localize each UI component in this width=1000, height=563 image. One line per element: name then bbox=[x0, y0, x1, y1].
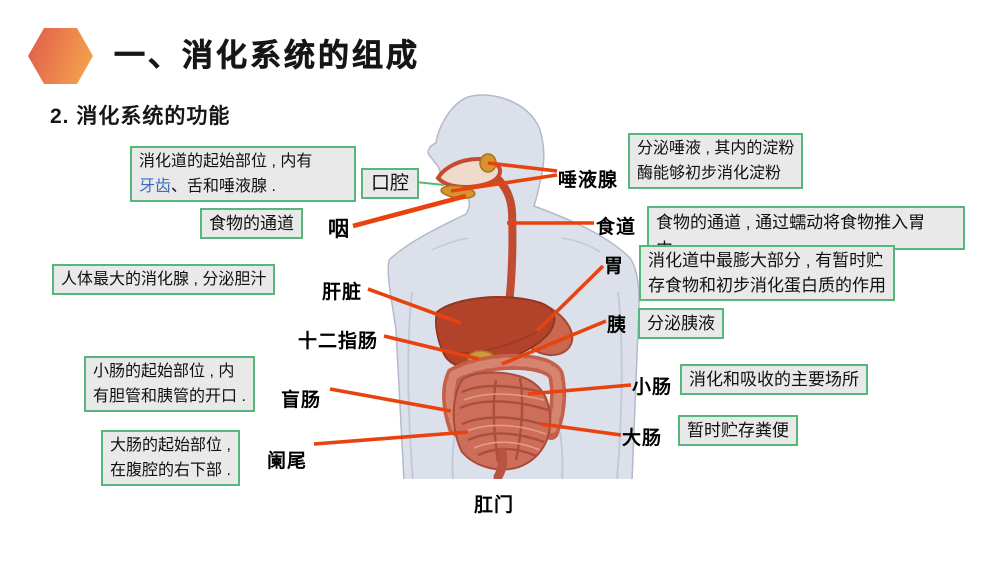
appendix-label: 阑尾 bbox=[267, 451, 308, 472]
oral-description-line2: 牙齿、舌和唾液腺 . bbox=[139, 178, 276, 195]
pharynx-label: 咽 bbox=[328, 218, 350, 241]
small-intestine-description-box: 消化和吸收的主要场所 bbox=[680, 364, 868, 395]
title-hexagon-icon bbox=[28, 28, 93, 84]
stomach-label: 胃 bbox=[604, 256, 625, 277]
oral-cavity-description-box: 消化道的起始部位 , 内有 牙齿、舌和唾液腺 . bbox=[130, 146, 356, 202]
appendix-description-box: 大肠的起始部位 , 在腹腔的右下部 . bbox=[101, 430, 240, 486]
leader-line-salivary-lower bbox=[450, 173, 558, 193]
pharynx-description-box: 食物的通道 bbox=[200, 208, 303, 239]
teeth-highlight-text: 牙齿 bbox=[139, 178, 172, 195]
liver-description-box: 人体最大的消化腺 , 分泌胆汁 bbox=[52, 264, 276, 295]
stomach-description-box: 消化道中最膨大部分 , 有暂时贮 存食物和初步消化蛋白质的作用 bbox=[639, 245, 895, 301]
salivary-gland-description-box: 分泌唾液 , 其内的淀粉 酶能够初步消化淀粉 bbox=[628, 133, 804, 189]
pancreas-description-box: 分泌胰液 bbox=[638, 308, 724, 339]
leader-line-liver bbox=[367, 287, 462, 325]
rectum-shape bbox=[493, 447, 508, 482]
page-title: 一、消化系统的组成 bbox=[114, 38, 420, 74]
leader-line-cecum bbox=[329, 387, 452, 413]
leader-line-salivary-upper bbox=[487, 161, 558, 173]
duodenum-description-box: 小肠的起始部位 , 内 有胆管和胰管的开口 . bbox=[84, 356, 255, 412]
duodenum-label: 十二指肠 bbox=[298, 331, 379, 352]
small-intestine-label: 小肠 bbox=[632, 377, 673, 398]
large-intestine-label: 大肠 bbox=[622, 428, 663, 449]
pancreas-label: 胰 bbox=[607, 315, 628, 336]
leader-line-stomach bbox=[535, 264, 605, 333]
digestive-organs bbox=[434, 153, 574, 482]
leader-line-duodenum bbox=[383, 334, 480, 361]
oral-box-connector-line bbox=[415, 181, 445, 186]
leader-line-large-intestine bbox=[540, 422, 622, 437]
anus-label: 肛门 bbox=[474, 495, 515, 516]
leader-line-pancreas bbox=[501, 319, 607, 366]
esophagus-label: 食道 bbox=[596, 217, 637, 238]
oral-description-line1: 消化道的起始部位 , 内有 bbox=[139, 153, 313, 170]
salivary-gland-label: 唾液腺 bbox=[558, 170, 619, 191]
leader-line-small-intestine bbox=[527, 383, 632, 396]
page-subtitle: 2. 消化系统的功能 bbox=[50, 105, 231, 128]
cecum-label: 盲肠 bbox=[281, 390, 322, 411]
esophagus-description-box: 食物的通道 , 通过蠕动将食物推入胃 中 bbox=[647, 206, 965, 250]
liver-shape bbox=[434, 296, 556, 369]
leader-line-pharynx bbox=[352, 193, 467, 229]
leader-lines bbox=[313, 161, 632, 446]
liver-label: 肝脏 bbox=[322, 282, 363, 303]
leader-line-appendix bbox=[313, 430, 469, 446]
oral-cavity-label-box: 口腔 bbox=[361, 168, 420, 199]
large-intestine-description-box: 暂时贮存粪便 bbox=[678, 415, 798, 446]
